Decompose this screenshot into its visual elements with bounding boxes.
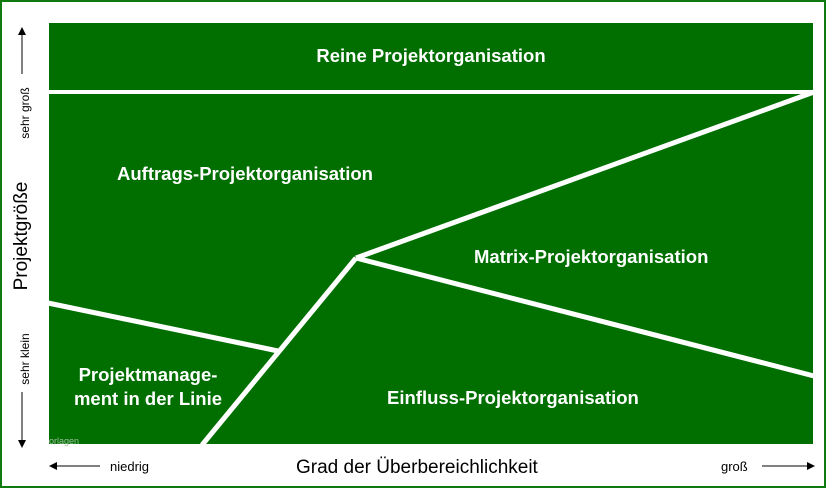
divider-diagonal bbox=[200, 256, 358, 447]
label-reine-projektorganisation: Reine Projektorganisation bbox=[316, 45, 546, 66]
label-einfluss-projektorganisation: Einfluss-Projektorganisation bbox=[387, 387, 639, 408]
divider-matrix-upper bbox=[355, 89, 815, 261]
watermark-text: orlagen bbox=[49, 436, 80, 446]
y-axis-top-label: sehr groß bbox=[18, 87, 32, 139]
label-matrix-projektorganisation: Matrix-Projektorganisation bbox=[474, 246, 709, 267]
y-axis-bottom-label: sehr klein bbox=[18, 333, 32, 385]
divider-linie bbox=[47, 300, 279, 354]
label-linie-line2: ment in der Linie bbox=[73, 388, 223, 409]
x-axis-right-label: groß bbox=[721, 459, 748, 474]
divider-matrix-lower bbox=[355, 255, 815, 379]
y-axis-label: Projektgröße bbox=[11, 181, 32, 291]
x-axis-label: Grad der Überbereichlichkeit bbox=[296, 457, 538, 478]
label-auftrags-projektorganisation: Auftrags-Projektorganisation bbox=[117, 163, 373, 184]
x-axis-left-label: niedrig bbox=[110, 459, 150, 474]
label-linie-line1: Projektmanage- bbox=[78, 364, 218, 385]
